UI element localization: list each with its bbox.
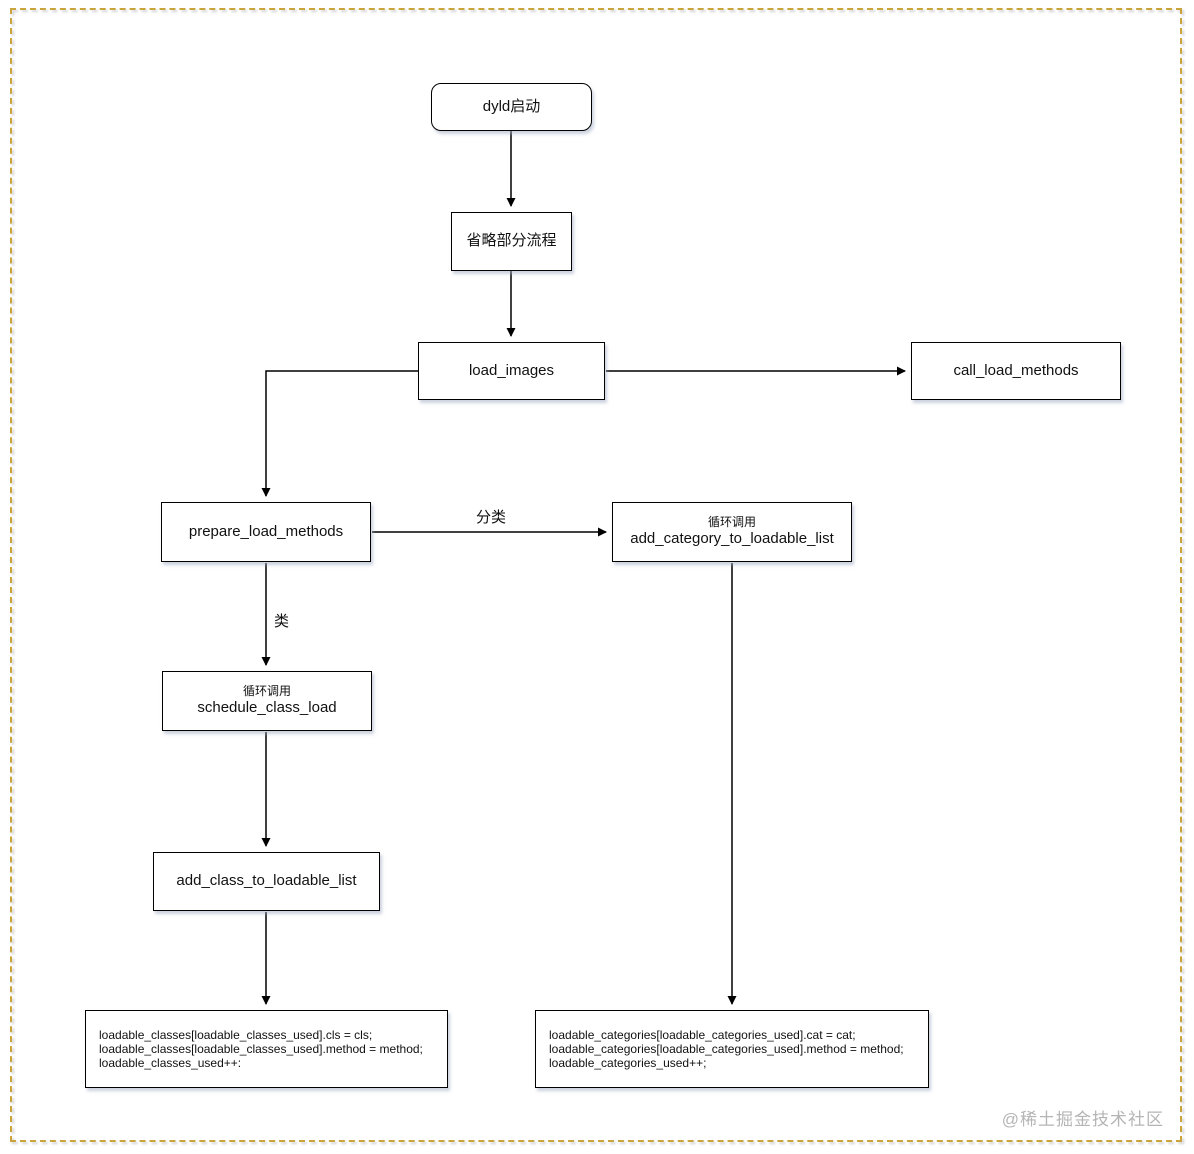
code-line: loadable_classes[loadable_classes_used].…: [99, 1042, 423, 1056]
node-loadable-categories-code: loadable_categories[loadable_categories_…: [535, 1010, 929, 1088]
edge-label-class: 类: [274, 613, 290, 630]
node-add-class-to-loadable-list: add_class_to_loadable_list: [153, 852, 380, 911]
node-label: schedule_class_load: [197, 698, 337, 716]
edge-label-category: 分类: [475, 509, 506, 526]
node-add-category-to-loadable-list: 循环调用 add_category_to_loadable_list: [612, 502, 852, 562]
node-load-images: load_images: [418, 342, 605, 400]
code-line: loadable_categories[loadable_categories_…: [549, 1028, 856, 1042]
node-subtitle: 循环调用: [707, 515, 756, 530]
node-label: dyld启动: [482, 97, 541, 115]
node-label: add_class_to_loadable_list: [176, 872, 357, 890]
node-label: add_category_to_loadable_list: [630, 529, 834, 547]
node-loadable-classes-code: loadable_classes[loadable_classes_used].…: [85, 1010, 448, 1088]
node-label: load_images: [468, 361, 555, 379]
code-line: loadable_classes[loadable_classes_used].…: [99, 1028, 373, 1042]
node-schedule-class-load: 循环调用 schedule_class_load: [162, 671, 372, 731]
node-dyld-start: dyld启动: [431, 83, 592, 131]
edge-load-images-to-prepare: [261, 370, 418, 497]
node-subtitle: 循环调用: [242, 684, 291, 699]
code-line: loadable_categories[loadable_categories_…: [549, 1042, 904, 1056]
node-label: prepare_load_methods: [188, 522, 344, 540]
node-prepare-load-methods: prepare_load_methods: [161, 502, 371, 562]
node-omitted-flow: 省略部分流程: [451, 212, 572, 271]
node-label: 省略部分流程: [466, 232, 557, 250]
code-line: loadable_classes_used++:: [99, 1056, 242, 1070]
code-line: loadable_categories_used++;: [549, 1056, 707, 1070]
watermark: @稀土掘金技术社区: [1001, 1110, 1164, 1129]
node-label: call_load_methods: [953, 361, 1079, 379]
node-call-load-methods: call_load_methods: [911, 342, 1121, 400]
